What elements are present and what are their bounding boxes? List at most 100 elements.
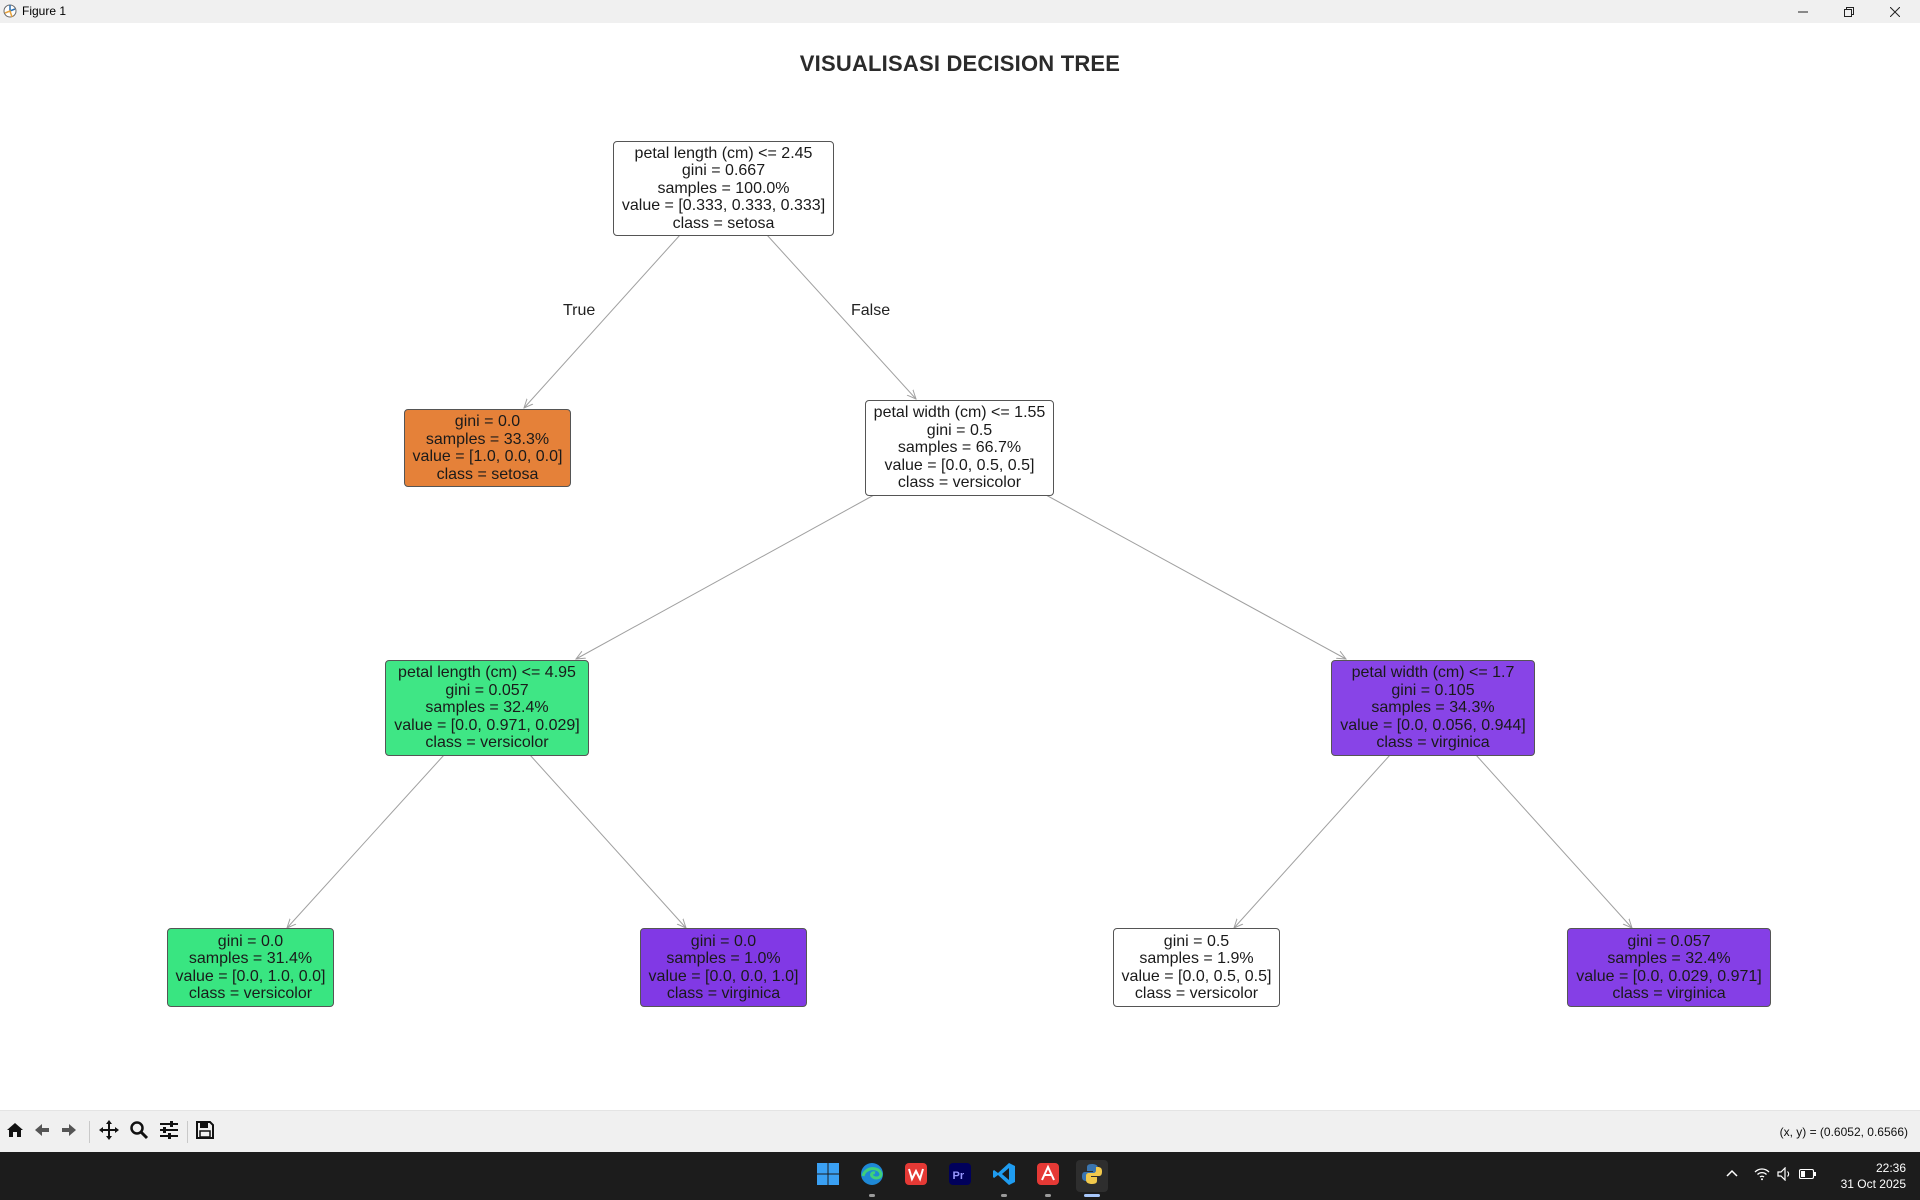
window-title-bar: Figure 1 [0, 0, 1920, 24]
clock-time: 22:36 [1875, 1161, 1906, 1175]
clock-date: 31 Oct 2025 [1840, 1177, 1906, 1191]
node-split-rule: petal width (cm) <= 1.55 [873, 404, 1046, 422]
node-samples: samples = 1.9% [1139, 950, 1254, 967]
edge-n2-n3 [576, 494, 875, 659]
windows-start-icon [816, 1162, 840, 1191]
running-indicator [1045, 1194, 1051, 1197]
node-class: class = virginica [666, 985, 781, 1002]
node-value: value = [0.333, 0.333, 0.333] [621, 197, 826, 215]
node-samples: samples = 66.7% [897, 439, 1022, 457]
node-gini: gini = 0.057 [1627, 932, 1711, 950]
node-samples: samples = 34.3% [1371, 699, 1495, 717]
tree-node-petal-length-split: petal length (cm) <= 4.95 gini = 0.057 s… [385, 660, 589, 756]
configure-subplots-button[interactable] [157, 1120, 181, 1144]
chevron-up-icon [1726, 1167, 1738, 1185]
edge-n3-n5 [287, 754, 445, 928]
node-gini: gini = 0.5 [926, 421, 993, 439]
node-class: class = virginica [1612, 985, 1726, 1002]
tray-overflow-button[interactable] [1724, 1168, 1740, 1184]
restore-icon [1844, 6, 1854, 17]
edge-n2-n4 [1045, 494, 1346, 659]
node-class: class = versicolor [188, 985, 313, 1002]
tree-node-leaf-versicolor: gini = 0.0 samples = 31.4% value = [0.0,… [167, 928, 334, 1007]
taskbar-app-python[interactable] [1076, 1160, 1108, 1197]
node-class: class = versicolor [425, 734, 549, 752]
forward-button[interactable] [57, 1120, 81, 1144]
taskbar-clock[interactable]: 22:36 31 Oct 2025 [1826, 1160, 1906, 1192]
node-value: value = [0.0, 1.0, 0.0] [175, 967, 326, 985]
tree-node-petal-width-split: petal width (cm) <= 1.55 gini = 0.5 samp… [865, 400, 1054, 496]
premiere-pro-icon: Pr [948, 1162, 972, 1191]
cursor-coordinates: (x, y) = (0.6052, 0.6566) [1779, 1125, 1908, 1139]
edge-n3-n6 [529, 754, 686, 928]
save-button[interactable] [193, 1120, 217, 1144]
edge-label-true: True [563, 302, 596, 319]
back-icon [32, 1120, 52, 1145]
taskbar-app-wps[interactable] [900, 1160, 932, 1192]
node-samples: samples = 100.0% [657, 179, 790, 197]
node-gini: gini = 0.0 [454, 413, 521, 430]
tree-node-leaf-setosa: gini = 0.0 samples = 33.3% value = [1.0,… [404, 409, 571, 487]
tray-network[interactable] [1754, 1167, 1770, 1184]
node-value: value = [0.0, 0.971, 0.029] [394, 716, 580, 734]
home-button[interactable] [3, 1120, 27, 1144]
taskbar-app-wps-pdf[interactable] [1032, 1160, 1064, 1197]
node-value: value = [0.0, 0.5, 0.5] [884, 456, 1035, 474]
node-value: value = [0.0, 0.056, 0.944] [1340, 716, 1526, 734]
taskbar-app-edge[interactable] [856, 1160, 888, 1197]
node-value: value = [0.0, 0.5, 0.5] [1121, 967, 1272, 985]
tree-node-petal-width-split-2: petal width (cm) <= 1.7 gini = 0.105 sam… [1331, 660, 1535, 756]
python-icon [1080, 1162, 1104, 1191]
zoom-button[interactable] [127, 1120, 151, 1144]
volume-icon [1777, 1166, 1793, 1186]
tray-battery[interactable] [1798, 1168, 1816, 1184]
edge-browser-icon [859, 1161, 885, 1192]
node-gini: gini = 0.0 [690, 932, 757, 950]
vscode-icon [992, 1162, 1016, 1191]
pan-button[interactable] [97, 1119, 121, 1144]
tree-node-leaf-mixed: gini = 0.5 samples = 1.9% value = [0.0, … [1113, 928, 1280, 1007]
start-button[interactable] [812, 1160, 844, 1192]
minimize-icon [1798, 7, 1808, 17]
minimize-button[interactable] [1780, 0, 1826, 23]
node-value: value = [0.0, 0.0, 1.0] [648, 967, 799, 985]
node-class: class = versicolor [897, 474, 1022, 492]
node-class: class = virginica [1376, 734, 1490, 752]
save-icon [195, 1120, 215, 1145]
edge-n4-n8 [1475, 754, 1632, 928]
running-indicator [869, 1194, 875, 1197]
edge-n4-n7 [1234, 754, 1391, 928]
node-value: value = [1.0, 0.0, 0.0] [412, 448, 563, 465]
node-class: class = setosa [672, 214, 775, 232]
tree-node-leaf-virginica: gini = 0.0 samples = 1.0% value = [0.0, … [640, 928, 807, 1007]
configure-subplots-icon [159, 1120, 179, 1145]
edge-root-n1 [524, 234, 681, 408]
tree-edges [0, 234, 1920, 1110]
tree-node-leaf-virginica-2: gini = 0.057 samples = 32.4% value = [0.… [1567, 928, 1771, 1007]
node-value: value = [0.0, 0.029, 0.971] [1576, 967, 1762, 985]
node-gini: gini = 0.105 [1391, 681, 1475, 699]
figure-canvas[interactable]: VISUALISASI DECISION TREE True False pet… [0, 23, 1920, 1110]
figure-title: VISUALISASI DECISION TREE [799, 51, 1121, 76]
back-button[interactable] [30, 1120, 54, 1144]
node-samples: samples = 31.4% [188, 950, 313, 967]
close-button[interactable] [1872, 0, 1918, 23]
window-title: Figure 1 [22, 4, 67, 18]
tray-volume[interactable] [1777, 1166, 1793, 1186]
svg-text:Pr: Pr [953, 1170, 965, 1182]
node-samples: samples = 32.4% [425, 699, 549, 717]
restore-button[interactable] [1826, 0, 1872, 23]
taskbar-app-premiere[interactable]: Pr [944, 1160, 976, 1192]
taskbar-app-vscode[interactable] [988, 1160, 1020, 1197]
node-samples: samples = 32.4% [1607, 950, 1731, 967]
forward-icon [59, 1120, 79, 1145]
edge-root-n2 [766, 234, 916, 399]
navigation-toolbar: (x, y) = (0.6052, 0.6566) [0, 1110, 1920, 1153]
node-samples: samples = 33.3% [425, 430, 550, 448]
node-gini: gini = 0.5 [1163, 932, 1230, 950]
tree-node-root: petal length (cm) <= 2.45 gini = 0.667 s… [613, 141, 834, 236]
node-gini: gini = 0.667 [681, 162, 766, 180]
wps-office-icon [904, 1162, 928, 1191]
node-split-rule: petal width (cm) <= 1.7 [1351, 664, 1515, 682]
toolbar-separator [89, 1121, 90, 1143]
